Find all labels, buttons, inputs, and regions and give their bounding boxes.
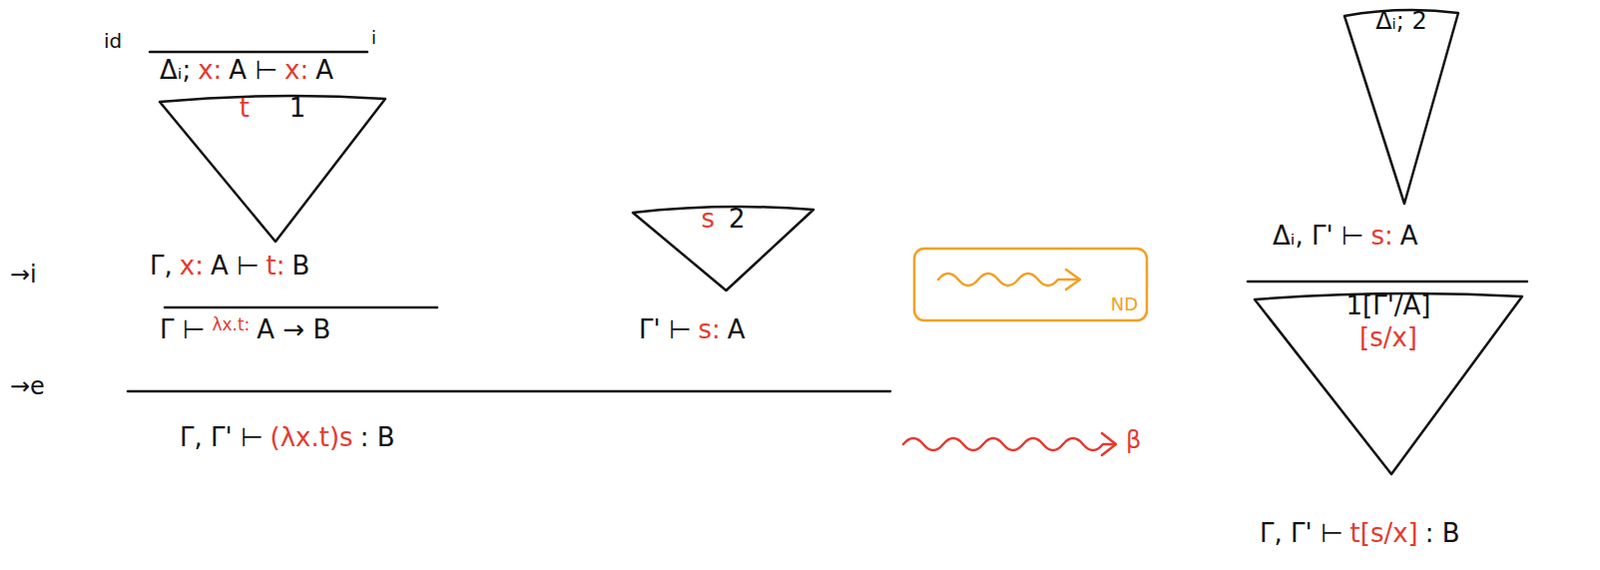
formula-text: →e <box>9 373 45 402</box>
proof-term: t: <box>266 251 286 282</box>
node-label: Δᵢ; 2 <box>1375 7 1428 36</box>
subst-rule-bar <box>1247 280 1528 284</box>
formula-text: A → B <box>256 315 331 346</box>
judgement-row: β <box>1125 427 1141 456</box>
triangle-outline <box>632 206 814 291</box>
node-content: 1[Γ'/A][s/x] <box>1252 291 1525 354</box>
beta-arrowhead <box>1101 433 1116 456</box>
triangle-outline <box>1344 9 1459 204</box>
proof-term: (λx.t)s <box>270 423 354 454</box>
judgement-row: Δᵢ;x:A ⊢x:A <box>159 55 334 86</box>
node-text-group: Δᵢ; 2 <box>1375 7 1428 36</box>
formula-text: A <box>315 55 334 86</box>
formula-text: id <box>103 29 122 53</box>
formula-text: A <box>727 315 746 346</box>
node-text-group: s2 <box>700 204 745 235</box>
node-content: ND <box>913 247 1148 322</box>
formula-text: Γ' ⊢ <box>638 315 692 346</box>
formula-text: Γ, Γ' ⊢ <box>179 423 264 454</box>
node-outline <box>630 204 816 293</box>
node-label: [s/x] <box>1359 323 1418 354</box>
judgement-row: →i <box>9 261 37 290</box>
node-label: 1 <box>289 93 307 124</box>
formula-text: A ⊢ <box>228 55 278 86</box>
judgement-row: Δᵢ, Γ' ⊢s:A <box>1272 221 1419 252</box>
node-outline <box>1342 7 1461 206</box>
judgement-row: Γ' ⊢s:A <box>638 315 746 346</box>
proof-term: x: <box>179 251 204 282</box>
proof-term: λx.t: <box>211 315 250 336</box>
derivation-triangle: Δᵢ; 2 <box>1342 7 1461 206</box>
node-text-group: t1 <box>239 93 307 124</box>
judgement-row: Γ,x:A ⊢t:B <box>149 251 310 282</box>
judgement-row: Γ, Γ' ⊢t[s/x]: B <box>1259 519 1461 549</box>
derivation-triangle: t1 <box>157 93 388 244</box>
proof-term: t[s/x] <box>1350 519 1419 549</box>
formula-text: A ⊢ <box>210 251 260 282</box>
formula-text: →i <box>9 261 37 290</box>
formula-text: A <box>1400 221 1419 252</box>
judgement-row: Γ ⊢ λx.t: A → B <box>159 315 331 346</box>
node-outline <box>157 93 388 244</box>
formula-text: Γ ⊢ <box>159 315 205 346</box>
node-label: 1[Γ'/A] <box>1345 291 1431 322</box>
triangle-outline <box>159 95 386 242</box>
node-text-group: 1[Γ'/A][s/x] <box>1345 291 1431 354</box>
formula-text: Γ, Γ' ⊢ <box>1259 519 1344 549</box>
judgement-row: i <box>371 27 377 49</box>
proof-term: s: <box>698 315 721 346</box>
node-content: Δᵢ; 2 <box>1342 7 1461 36</box>
formula-text: Δᵢ; <box>159 55 191 86</box>
triangle-outline <box>1254 293 1523 475</box>
formula-text: Γ, <box>149 251 173 282</box>
reduction-box: ND <box>913 247 1148 322</box>
proof-term: x: <box>197 55 222 86</box>
formula-text: i <box>371 27 377 49</box>
node-label: 2 <box>728 204 746 235</box>
proof-term: x: <box>284 55 309 86</box>
proof-term: β <box>1125 427 1141 456</box>
node-content: s2 <box>630 204 816 235</box>
node-label: s <box>700 204 715 235</box>
box-outline <box>914 248 1147 321</box>
judgement-row: →e <box>9 373 45 402</box>
node-label: ND <box>1110 294 1138 316</box>
node-text-group: ND <box>1110 294 1138 316</box>
node-content: t1 <box>157 93 388 124</box>
node-label: t <box>239 93 250 124</box>
id-rule-bar <box>149 50 368 54</box>
proof-term: s: <box>1371 221 1394 252</box>
nd-arrowhead <box>1066 269 1080 290</box>
judgement-row: id <box>103 29 122 53</box>
formula-text: : B <box>360 423 396 454</box>
nd-squiggle-arrow <box>938 273 1078 286</box>
intro-rule-bar <box>164 306 438 310</box>
formula-text: Δᵢ, Γ' ⊢ <box>1272 221 1365 252</box>
judgement-row: Γ, Γ' ⊢(λx.t)s: B <box>179 423 396 454</box>
derivation-triangle: s2 <box>630 204 816 293</box>
beta-squiggle-arrow <box>903 438 1114 451</box>
derivation-triangle: 1[Γ'/A][s/x] <box>1252 291 1525 477</box>
formula-text: : B <box>1425 519 1461 549</box>
elim-rule-bar <box>127 390 891 394</box>
formula-text: B <box>292 251 311 282</box>
